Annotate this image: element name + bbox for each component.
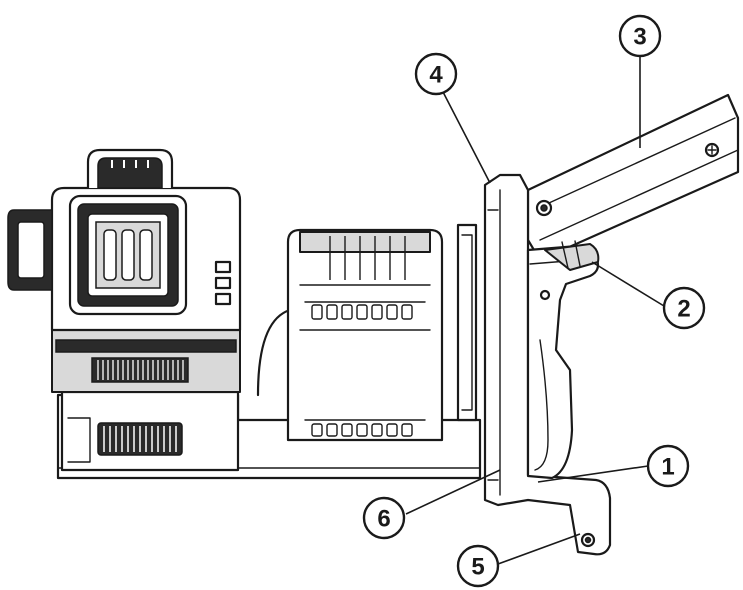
- battery-pack: [256, 223, 478, 442]
- callout-6-label: 6: [377, 506, 390, 533]
- callout-5-label: 5: [471, 554, 484, 581]
- callout-4-label: 4: [429, 62, 443, 89]
- callout-3: 3: [618, 14, 662, 58]
- side-button-stack: [214, 260, 232, 306]
- callout-3-label: 3: [633, 24, 646, 51]
- leader-lines: [405, 57, 665, 565]
- callout-2-label: 2: [677, 296, 690, 323]
- laser-level: [7, 148, 242, 472]
- callout-6: 6: [362, 496, 406, 540]
- callout-2: 2: [662, 286, 706, 330]
- callout-4: 4: [414, 52, 458, 96]
- callout-1: 1: [646, 444, 690, 488]
- clamp-arm: [526, 240, 600, 480]
- callout-1-label: 1: [661, 454, 674, 481]
- mounting-bracket: [483, 173, 612, 556]
- wall-rail: [526, 93, 740, 262]
- callout-5: 5: [456, 544, 500, 588]
